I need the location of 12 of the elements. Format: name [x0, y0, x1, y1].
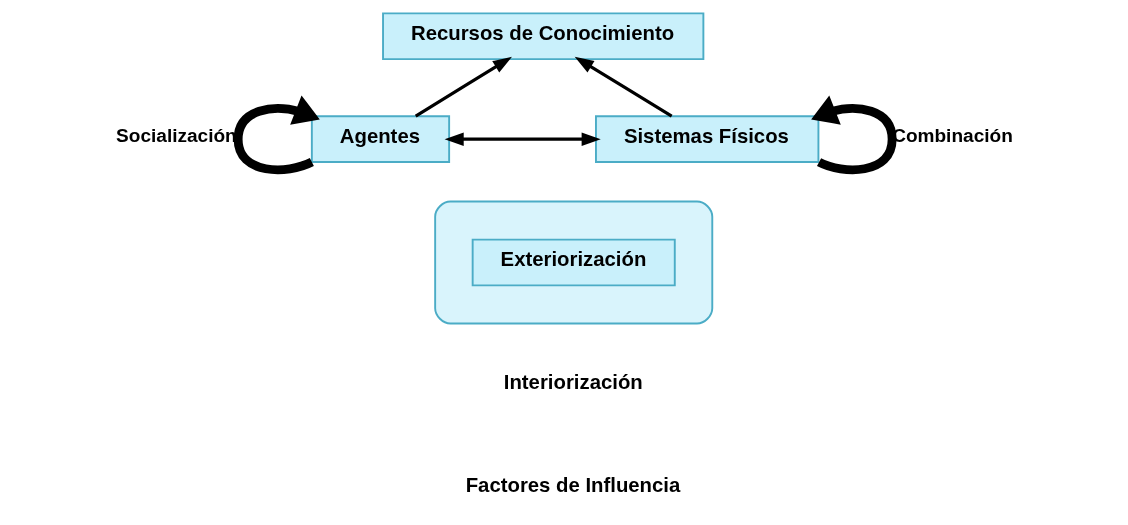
label: Interiorización [503, 371, 643, 394]
arrow [810, 95, 897, 175]
node-box: Exteriorización [471, 238, 676, 287]
node-box: Recursos de Conocimiento [381, 12, 704, 61]
arrow [233, 95, 320, 175]
node-box: Agentes [310, 115, 450, 164]
arrow [444, 132, 601, 146]
arrow [574, 56, 672, 118]
node-box: Sistemas Físicos [594, 115, 819, 164]
arrow [414, 56, 512, 118]
label: Factores de Influencia [465, 474, 680, 497]
cluster [433, 200, 713, 325]
